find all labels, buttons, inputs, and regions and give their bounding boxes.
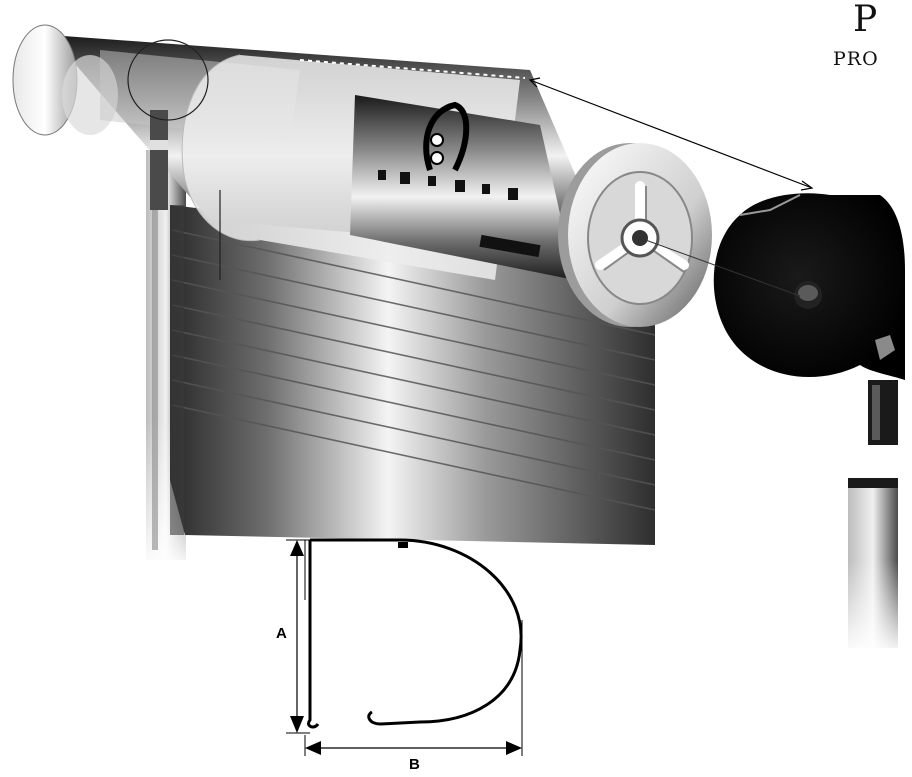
right-guide-post <box>848 478 898 655</box>
drive-unit <box>350 95 575 280</box>
shutter-curtain-slats <box>170 205 656 545</box>
dimension-a-label: A <box>276 625 287 642</box>
title-initial: P <box>853 0 878 40</box>
measurement-lines <box>127 39 814 297</box>
title-subtitle: PRO <box>833 48 879 70</box>
box-profile-section <box>304 538 523 729</box>
dimension-b-marker <box>304 620 523 756</box>
dimension-b-label: B <box>409 756 420 773</box>
end-wheel <box>558 143 712 327</box>
end-bracket <box>713 193 905 445</box>
dimension-a-marker <box>286 539 310 734</box>
